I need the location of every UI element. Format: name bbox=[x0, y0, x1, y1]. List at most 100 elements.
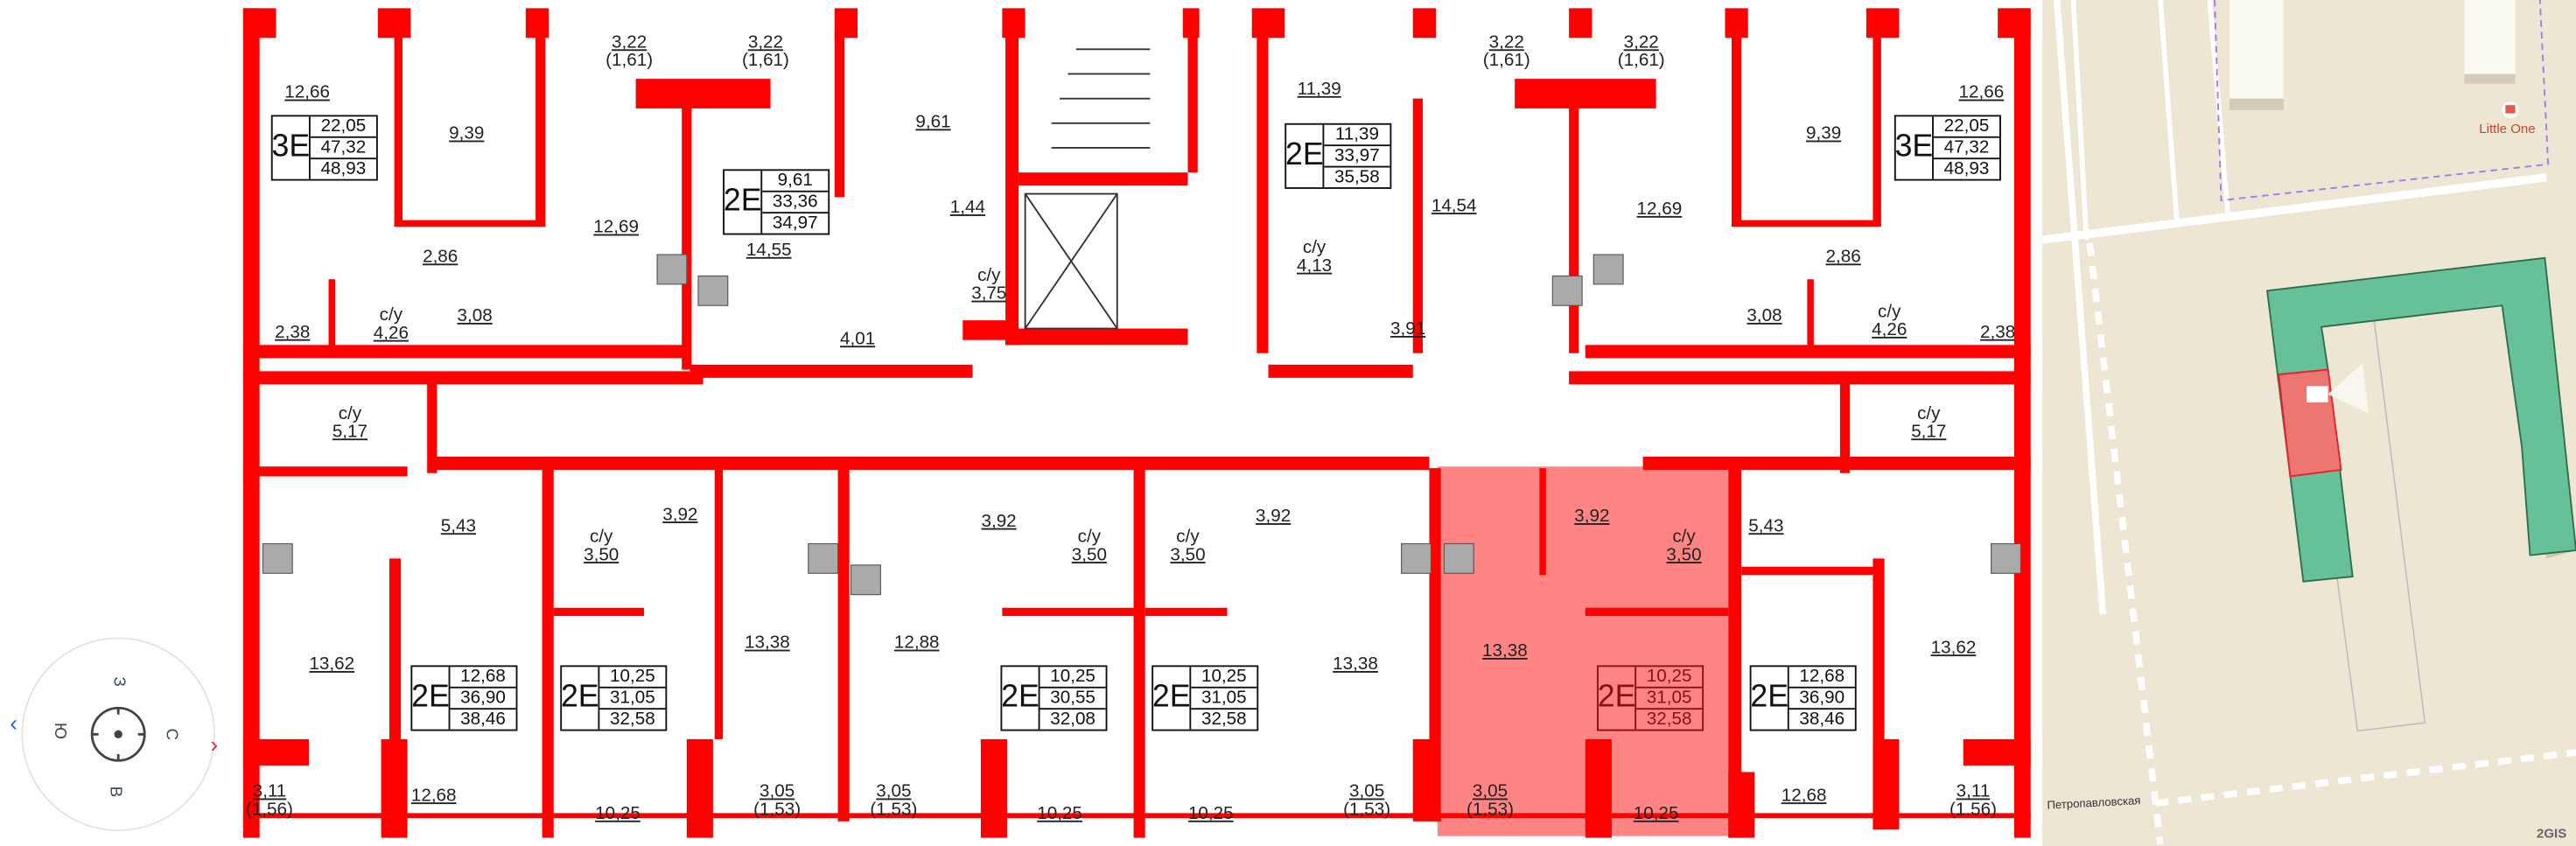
apartment-area-full: 38,46 bbox=[460, 710, 506, 730]
apartment-area-total: 33,36 bbox=[762, 192, 829, 214]
apartment-area-living: 12,68 bbox=[1788, 667, 1855, 689]
room-area-reduced: (1,53) bbox=[1343, 800, 1391, 820]
apartment-area-living: 10,25 bbox=[1636, 667, 1703, 689]
room-label: 3,22(1,61) bbox=[606, 32, 653, 70]
room-label: 4,01 bbox=[839, 329, 876, 349]
stove-icons bbox=[262, 254, 2022, 596]
room-area-reduced: (1,61) bbox=[741, 51, 789, 71]
room-type: с/у bbox=[1176, 527, 1200, 548]
room-area: 2,38 bbox=[275, 322, 311, 343]
room-label: 13,62 bbox=[309, 655, 354, 675]
room-label: 5,43 bbox=[440, 516, 476, 537]
room-area: 10,25 bbox=[1633, 804, 1679, 824]
attribution-logo: 2GIS bbox=[2537, 826, 2567, 842]
room-area: 3,08 bbox=[1746, 306, 1782, 326]
room-label: 3,92 bbox=[1574, 507, 1610, 527]
room-area: 3,11 bbox=[252, 781, 287, 802]
apartment-area-full: 48,93 bbox=[320, 159, 367, 179]
room-type: с/у bbox=[1077, 527, 1102, 548]
room-area: 3,50 bbox=[1170, 545, 1206, 565]
apartment-area-total: 31,05 bbox=[1191, 689, 1257, 710]
room-label: 3,11(1,56) bbox=[246, 781, 293, 820]
poi-label[interactable]: Little One bbox=[2479, 121, 2536, 136]
room-label: 3,91 bbox=[1390, 320, 1425, 339]
room-label: 10,25 bbox=[1037, 804, 1082, 824]
room-area: 12,66 bbox=[284, 82, 330, 103]
room-label: 2,38 bbox=[1980, 322, 2016, 343]
room-area: 3,08 bbox=[457, 306, 493, 326]
room-label: 12,68 bbox=[1782, 787, 1827, 806]
compass-south-label: Ю bbox=[50, 723, 68, 740]
room-label: 3,92 bbox=[662, 506, 697, 525]
room-area: 4,01 bbox=[839, 329, 876, 349]
apartment-area-full: 38,46 bbox=[1799, 710, 1845, 730]
room-label: 12,69 bbox=[593, 219, 639, 238]
room-area: 3,92 bbox=[1574, 507, 1610, 527]
apartment-area-full: 48,93 bbox=[1943, 159, 1990, 179]
map[interactable]: Little One Петропавловская 2GIS bbox=[2041, 0, 2576, 846]
room-area: 1,44 bbox=[949, 198, 986, 218]
room-area: 5,43 bbox=[440, 516, 476, 537]
room-area: 10,25 bbox=[1037, 804, 1082, 824]
apartment-area-full: 35,58 bbox=[1334, 167, 1380, 188]
apartment-area-living: 22,05 bbox=[310, 116, 376, 138]
room-area-reduced: (1,53) bbox=[753, 800, 802, 820]
apartment-area-living: 11,39 bbox=[1324, 125, 1390, 147]
apartment-type: 2E bbox=[1598, 667, 1637, 730]
selected-apartment-highlight[interactable] bbox=[1437, 466, 1729, 836]
room-label: 3,11(1,56) bbox=[1950, 783, 1997, 820]
room-label: 2,86 bbox=[1826, 248, 1861, 267]
room-area: 3,05 bbox=[876, 781, 912, 802]
compass-north-label: С bbox=[161, 728, 180, 741]
room-label: 3,92 bbox=[981, 513, 1016, 532]
room-label: 13,38 bbox=[1333, 654, 1378, 675]
room-area: 10,25 bbox=[595, 804, 640, 824]
room-area: 11,39 bbox=[1297, 80, 1341, 100]
room-label: 13,62 bbox=[1931, 639, 1977, 658]
room-label: 3,05(1,53) bbox=[1466, 783, 1514, 820]
room-label: 12,68 bbox=[411, 787, 457, 806]
room-area: 2,38 bbox=[1980, 322, 2016, 343]
room-label: 13,38 bbox=[1482, 642, 1528, 661]
apartment-area-living: 10,25 bbox=[1191, 667, 1257, 689]
apartment-area-full: 32,58 bbox=[1200, 710, 1247, 730]
room-type: с/у bbox=[589, 527, 613, 548]
room-area: 13,38 bbox=[1333, 654, 1378, 675]
room-label: 14,55 bbox=[746, 241, 792, 261]
room-area: 3,50 bbox=[1666, 545, 1702, 565]
room-label: 9,39 bbox=[449, 125, 484, 144]
apartment-type: 2E bbox=[411, 667, 451, 730]
compass-east-label: В bbox=[106, 786, 124, 798]
room-label: 12,88 bbox=[894, 634, 940, 654]
room-area: 3,22 bbox=[611, 32, 648, 53]
room-type: с/у bbox=[1917, 403, 1941, 424]
room-area: 10,25 bbox=[1187, 804, 1234, 824]
apartment-area-living: 22,05 bbox=[1933, 116, 2000, 138]
apartment-area-total: 47,32 bbox=[1933, 138, 2000, 160]
room-area: 3,75 bbox=[971, 283, 1007, 304]
room-area: 12,69 bbox=[1636, 199, 1683, 220]
apartment-area-total: 31,05 bbox=[599, 689, 666, 710]
apartment-area-full: 32,58 bbox=[610, 710, 655, 730]
chevron-left-icon[interactable]: ‹ bbox=[10, 710, 18, 737]
compass[interactable]: З С В Ю bbox=[21, 637, 215, 832]
apartment-area-full: 32,58 bbox=[1646, 710, 1692, 730]
room-type: с/у bbox=[338, 403, 362, 424]
apartment-area-total: 36,90 bbox=[450, 689, 516, 710]
chevron-right-icon[interactable]: › bbox=[210, 731, 219, 758]
apartment-area-living: 10,25 bbox=[599, 667, 666, 689]
apartment-area-total: 30,55 bbox=[1040, 689, 1106, 710]
room-area: 3,05 bbox=[759, 781, 795, 802]
